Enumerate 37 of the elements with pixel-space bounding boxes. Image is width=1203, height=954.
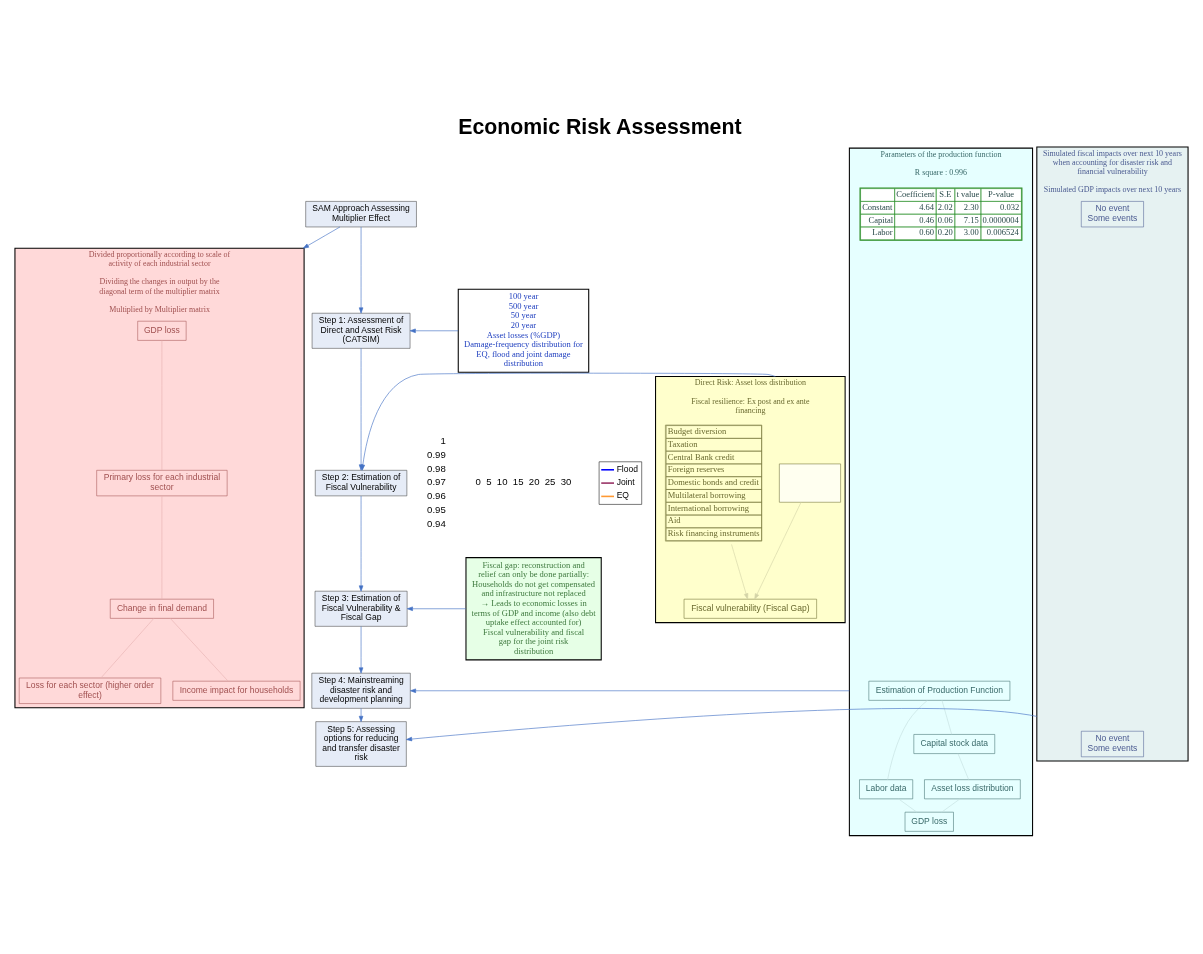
label: 0.96 [427, 489, 446, 501]
label: 2.02 [937, 201, 953, 212]
label: 25 [544, 475, 556, 487]
label: 0.99 [427, 448, 446, 460]
label: 2.30 [963, 201, 979, 212]
label: t value [956, 188, 980, 199]
label: 15 [512, 475, 524, 487]
label: 0.94 [427, 517, 446, 529]
label: 10 [496, 475, 508, 487]
label: 0.006524 [986, 226, 1019, 237]
label: 0.0000004 [982, 214, 1019, 225]
label: 0.06 [937, 214, 953, 225]
label: 0.97 [427, 475, 446, 487]
label: 5 [486, 475, 492, 487]
label: 4.64 [919, 201, 935, 212]
label: 0.20 [937, 226, 953, 237]
label: 7.15 [963, 214, 979, 225]
label: Capital [868, 214, 894, 225]
label: 3.00 [963, 226, 979, 237]
label: 0 [475, 475, 481, 487]
label: 0.95 [427, 503, 446, 515]
label: 0.032 [1000, 201, 1020, 212]
legend-label: Joint [616, 476, 635, 487]
legend-label: Flood [616, 463, 638, 474]
label: 0.46 [919, 214, 935, 225]
label: 30 [560, 475, 572, 487]
label: 20 [528, 475, 540, 487]
legend-label: EQ [616, 489, 629, 500]
label: 0.98 [427, 462, 446, 474]
label: Labor [872, 226, 893, 237]
diagram-title: Economic Risk Assessment [458, 114, 742, 139]
label: 1 [440, 434, 446, 446]
label: 0.60 [919, 226, 935, 237]
label: Constant [862, 201, 893, 212]
label: P-value [988, 188, 1015, 199]
label: S.E [939, 188, 952, 199]
label: Coefficient [896, 188, 935, 199]
